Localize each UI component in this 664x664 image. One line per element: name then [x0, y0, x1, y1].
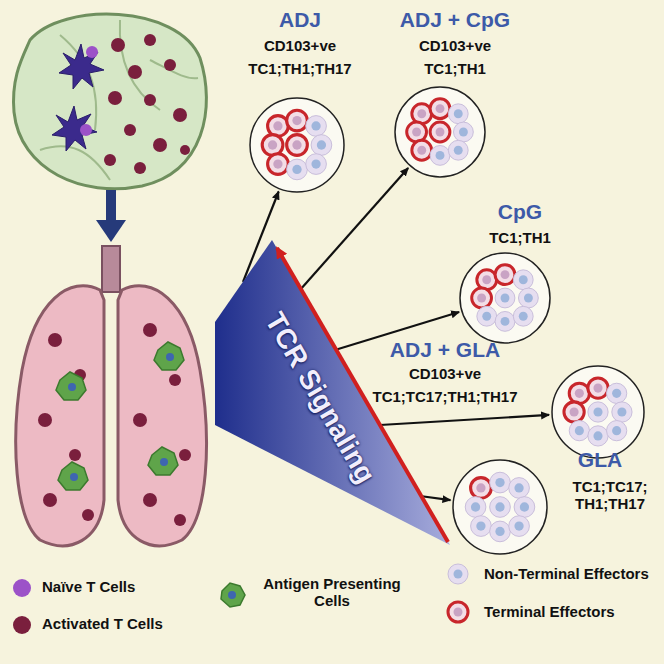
non-terminal-effector	[490, 472, 511, 493]
group-annotation: TC1;TH1	[489, 229, 551, 246]
lymph-node	[13, 14, 206, 189]
non-terminal-effector	[509, 478, 530, 499]
non-terminal-effector	[430, 146, 450, 166]
legend-swatch	[7, 610, 37, 640]
non-terminal-effector	[495, 288, 515, 308]
effector-group: GLA TC1;TC17; TH1;TH17	[450, 440, 660, 560]
group-annotation: CD103+ve	[264, 37, 336, 54]
terminal-effector	[477, 270, 497, 290]
group-annotation: TC1;TC17; TH1;TH17	[565, 478, 655, 513]
non-terminal-effector	[513, 306, 533, 326]
non-terminal-effector	[287, 159, 308, 180]
non-terminal-effector	[588, 426, 608, 446]
non-terminal-effector	[509, 516, 530, 537]
effector-group: CpG TC1;TH1	[455, 195, 575, 345]
non-terminal-effector	[519, 288, 539, 308]
non-terminal-effector	[306, 154, 327, 175]
legend-label: Antigen Presenting Cells	[262, 575, 402, 610]
terminal-effector	[268, 154, 289, 175]
non-terminal-effector	[490, 497, 511, 518]
effector-group: ADJ + GLA CD103+veTC1;TC17;TH1;TH17	[360, 335, 650, 460]
group-annotation: CD103+ve	[409, 365, 481, 382]
terminal-effector	[448, 602, 468, 622]
legend-label: Naïve T Cells	[42, 578, 135, 595]
non-terminal-effector	[490, 521, 511, 542]
terminal-effector	[287, 135, 308, 156]
terminal-effector	[407, 122, 427, 142]
non-terminal-effector	[612, 402, 632, 422]
population-circle	[250, 98, 344, 192]
terminal-effector	[588, 378, 608, 398]
terminal-effector	[412, 140, 432, 160]
non-terminal-effector	[448, 104, 468, 124]
group-annotation: TC1;TC17;TH1;TH17	[372, 388, 517, 405]
node-shape	[230, 5, 370, 200]
population-circle	[460, 253, 550, 343]
terminal-effector	[569, 383, 589, 403]
terminal-effector	[495, 265, 515, 285]
non-terminal-effector	[311, 135, 332, 156]
legend-swatch	[443, 597, 473, 627]
terminal-effector	[412, 104, 432, 124]
terminal-effector	[262, 135, 283, 156]
non-terminal-effector	[569, 421, 589, 441]
group-heading: ADJ + CpG	[400, 8, 510, 32]
non-terminal-effector	[448, 140, 468, 160]
group-heading: CpG	[498, 200, 542, 224]
terminal-effector	[268, 116, 289, 137]
legend-dot	[13, 579, 31, 597]
terminal-effector	[430, 122, 450, 142]
node-shape	[380, 5, 540, 185]
effector-group: ADJ CD103+veTC1;TH1;TH17	[230, 5, 370, 200]
non-terminal-effector	[477, 306, 497, 326]
effector-group: ADJ + CpG CD103+veTC1;TH1	[380, 5, 540, 185]
group-annotation: CD103+ve	[419, 37, 491, 54]
non-terminal-effector	[448, 564, 468, 584]
group-heading: ADJ	[279, 8, 321, 32]
legend-swatch	[443, 559, 473, 589]
group-annotation: TC1;TH1	[424, 60, 486, 77]
non-terminal-effector	[306, 116, 327, 137]
non-terminal-effector	[514, 497, 535, 518]
legend-swatch	[7, 573, 37, 603]
population-circle	[552, 366, 644, 458]
differentiation-arrow	[380, 415, 549, 425]
legend-label: Non-Terminal Effectors	[484, 565, 649, 582]
legend-swatch	[217, 580, 247, 610]
migration-arrow	[96, 190, 126, 242]
group-heading: ADJ + GLA	[390, 338, 500, 362]
non-terminal-effector	[513, 270, 533, 290]
non-terminal-effector	[454, 122, 474, 142]
non-terminal-effector	[588, 402, 608, 422]
group-heading: GLA	[578, 448, 622, 472]
terminal-effector	[430, 99, 450, 119]
terminal-effector	[472, 288, 492, 308]
non-terminal-effector	[607, 383, 627, 403]
terminal-effector	[471, 478, 492, 499]
lungs	[16, 246, 207, 546]
population-circle	[395, 87, 485, 177]
non-terminal-effector	[495, 312, 515, 332]
terminal-effector	[287, 110, 308, 131]
legend-label: Activated T Cells	[42, 615, 163, 632]
legend-label: Terminal Effectors	[484, 603, 615, 620]
non-terminal-effector	[465, 497, 486, 518]
terminal-effector	[564, 402, 584, 422]
non-terminal-effector	[607, 421, 627, 441]
population-circle	[453, 460, 547, 554]
legend-dot	[13, 616, 31, 634]
non-terminal-effector	[471, 516, 492, 537]
group-annotation: TC1;TH1;TH17	[248, 60, 351, 77]
